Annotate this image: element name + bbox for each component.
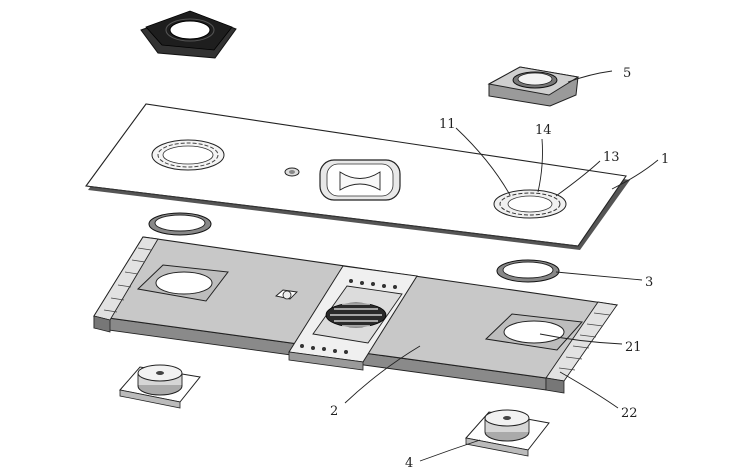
part-1-top-plate xyxy=(85,103,630,250)
left-foot xyxy=(119,364,201,409)
callout-14: 14 xyxy=(535,123,552,138)
part-5-square-nut xyxy=(487,66,580,107)
callout-4: 4 xyxy=(405,456,413,471)
callout-1: 1 xyxy=(661,152,669,167)
callout-labels: 5 11 14 13 1 3 21 22 2 4 xyxy=(330,66,669,471)
callout-11: 11 xyxy=(439,117,456,132)
part-2-base-tray xyxy=(93,236,619,394)
left-ring-gasket xyxy=(148,212,212,236)
top-black-cap xyxy=(140,10,237,59)
callout-2: 2 xyxy=(330,404,338,419)
part-3-ring-gasket xyxy=(496,259,560,283)
callout-3: 3 xyxy=(645,275,653,290)
callout-21: 21 xyxy=(625,340,642,355)
callout-5: 5 xyxy=(623,66,631,81)
callout-13: 13 xyxy=(603,150,620,165)
leader-lines xyxy=(344,70,659,462)
part-4-foot xyxy=(465,409,550,457)
callout-22: 22 xyxy=(621,406,638,421)
